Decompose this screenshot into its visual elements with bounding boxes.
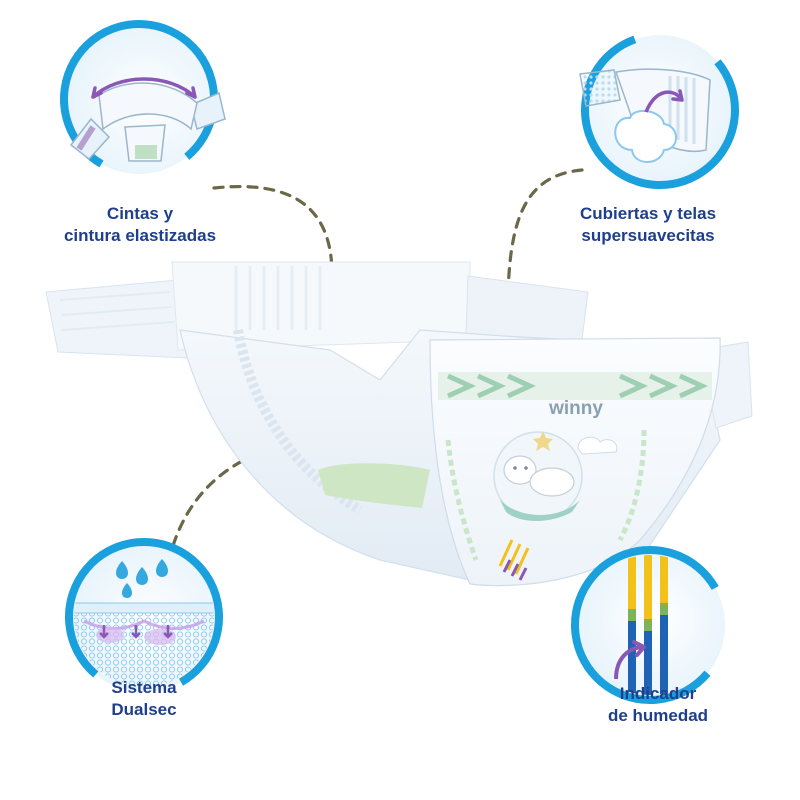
brand-logo: winny	[548, 398, 603, 419]
soft-cover-icon	[579, 31, 739, 189]
label-dualsec-line-2: Dualsec	[111, 700, 177, 719]
connector-cintas	[212, 185, 334, 272]
dualsec-absorption-icon	[65, 538, 223, 696]
diaper-absorbent-core	[318, 463, 430, 508]
diaper-image: winny	[45, 261, 753, 587]
label-indicador-line-1: Indicador	[619, 684, 697, 703]
connector-cubiertas	[506, 168, 584, 298]
label-cubiertas-line-1: Cubiertas y telas	[579, 204, 717, 223]
label-indicador: Indicador de humedad	[578, 683, 738, 727]
wetness-indicator-icon	[571, 546, 729, 704]
label-dualsec-line-1: Sistema	[111, 678, 177, 697]
label-indicador-line-2: de humedad	[607, 706, 709, 725]
elastic-waist-icon	[60, 20, 226, 178]
diaper-right-back-tab	[465, 275, 589, 341]
label-dualsec: Sistema Dualsec	[74, 677, 214, 721]
label-cintas-line-2: cintura elastizadas	[63, 226, 217, 245]
label-cintas-line-1: Cintas y	[106, 204, 174, 223]
label-cintas: Cintas y cintura elastizadas	[40, 203, 240, 247]
label-cubiertas-line-2: supersuavecitas	[581, 226, 715, 245]
label-cubiertas: Cubiertas y telas supersuavecitas	[548, 203, 748, 247]
